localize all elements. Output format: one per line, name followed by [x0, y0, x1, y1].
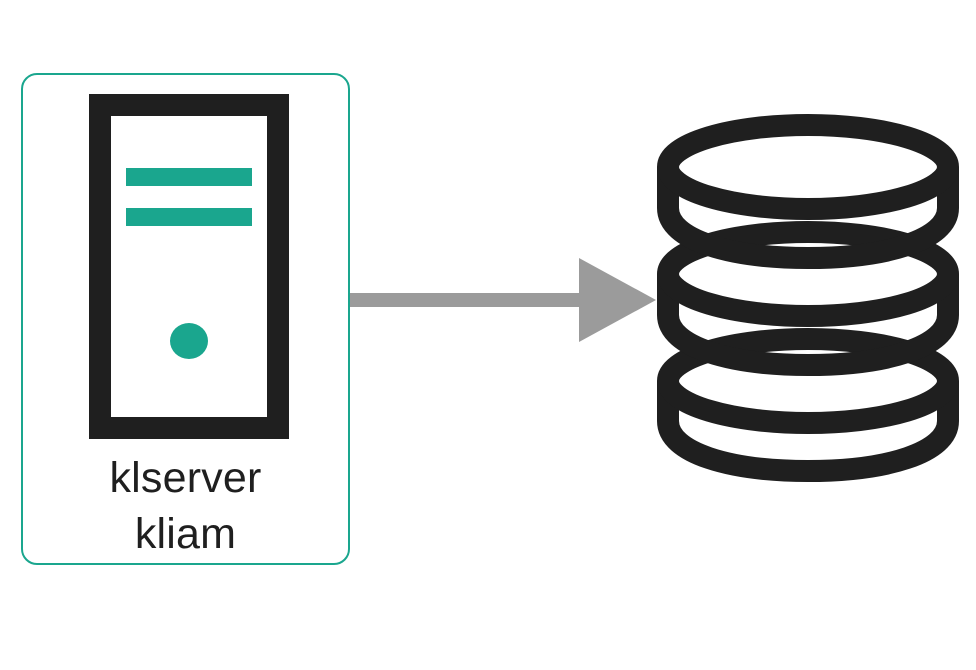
database-icon — [657, 114, 959, 482]
server-tower-icon — [89, 94, 289, 439]
arrow-right-icon — [350, 258, 656, 342]
server-label-line-1: klserver — [109, 454, 262, 502]
server-node: klserver kliam — [21, 73, 350, 565]
server-label-line-2: kliam — [134, 510, 237, 558]
